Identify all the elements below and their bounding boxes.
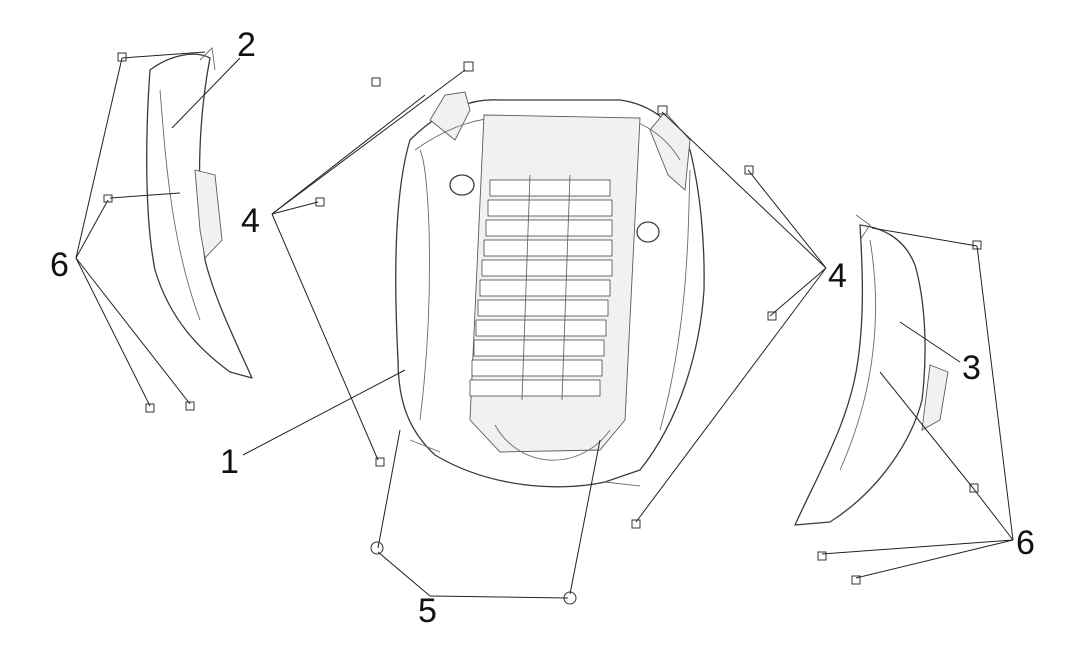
part-2-left-panel <box>146 47 253 379</box>
fasteners <box>103 52 982 605</box>
clip-icon <box>315 197 325 207</box>
clip-icon <box>767 311 777 321</box>
clip-icon <box>744 165 754 175</box>
callout-4-right: 4 <box>828 257 847 295</box>
clip-icon <box>657 105 668 115</box>
screw-icon <box>969 483 979 493</box>
callout-1: 1 <box>220 443 239 481</box>
clip-icon <box>631 519 641 529</box>
callout-6-left: 6 <box>50 246 69 284</box>
callout-5: 5 <box>418 592 437 630</box>
grille <box>469 174 613 401</box>
callout-4-left: 4 <box>241 202 260 240</box>
screw-icon <box>817 551 827 561</box>
screw-icon <box>145 403 155 413</box>
screw-icon <box>103 194 113 203</box>
callout-6-right: 6 <box>1016 524 1035 562</box>
callout-2: 2 <box>237 26 256 64</box>
screw-icon <box>117 52 127 62</box>
screw-icon <box>185 401 195 411</box>
clip-icon <box>371 77 381 87</box>
callouts: 1 2 3 4 4 5 6 6 <box>50 26 1035 630</box>
callout-3: 3 <box>962 349 981 387</box>
clip-icon <box>375 457 385 467</box>
clip-icon <box>463 61 474 72</box>
leader-lines <box>75 51 1014 599</box>
nut-icon <box>370 541 384 555</box>
part-1-front-cover <box>395 91 705 488</box>
screw-icon <box>851 575 861 585</box>
part-3-right-panel <box>794 214 949 526</box>
